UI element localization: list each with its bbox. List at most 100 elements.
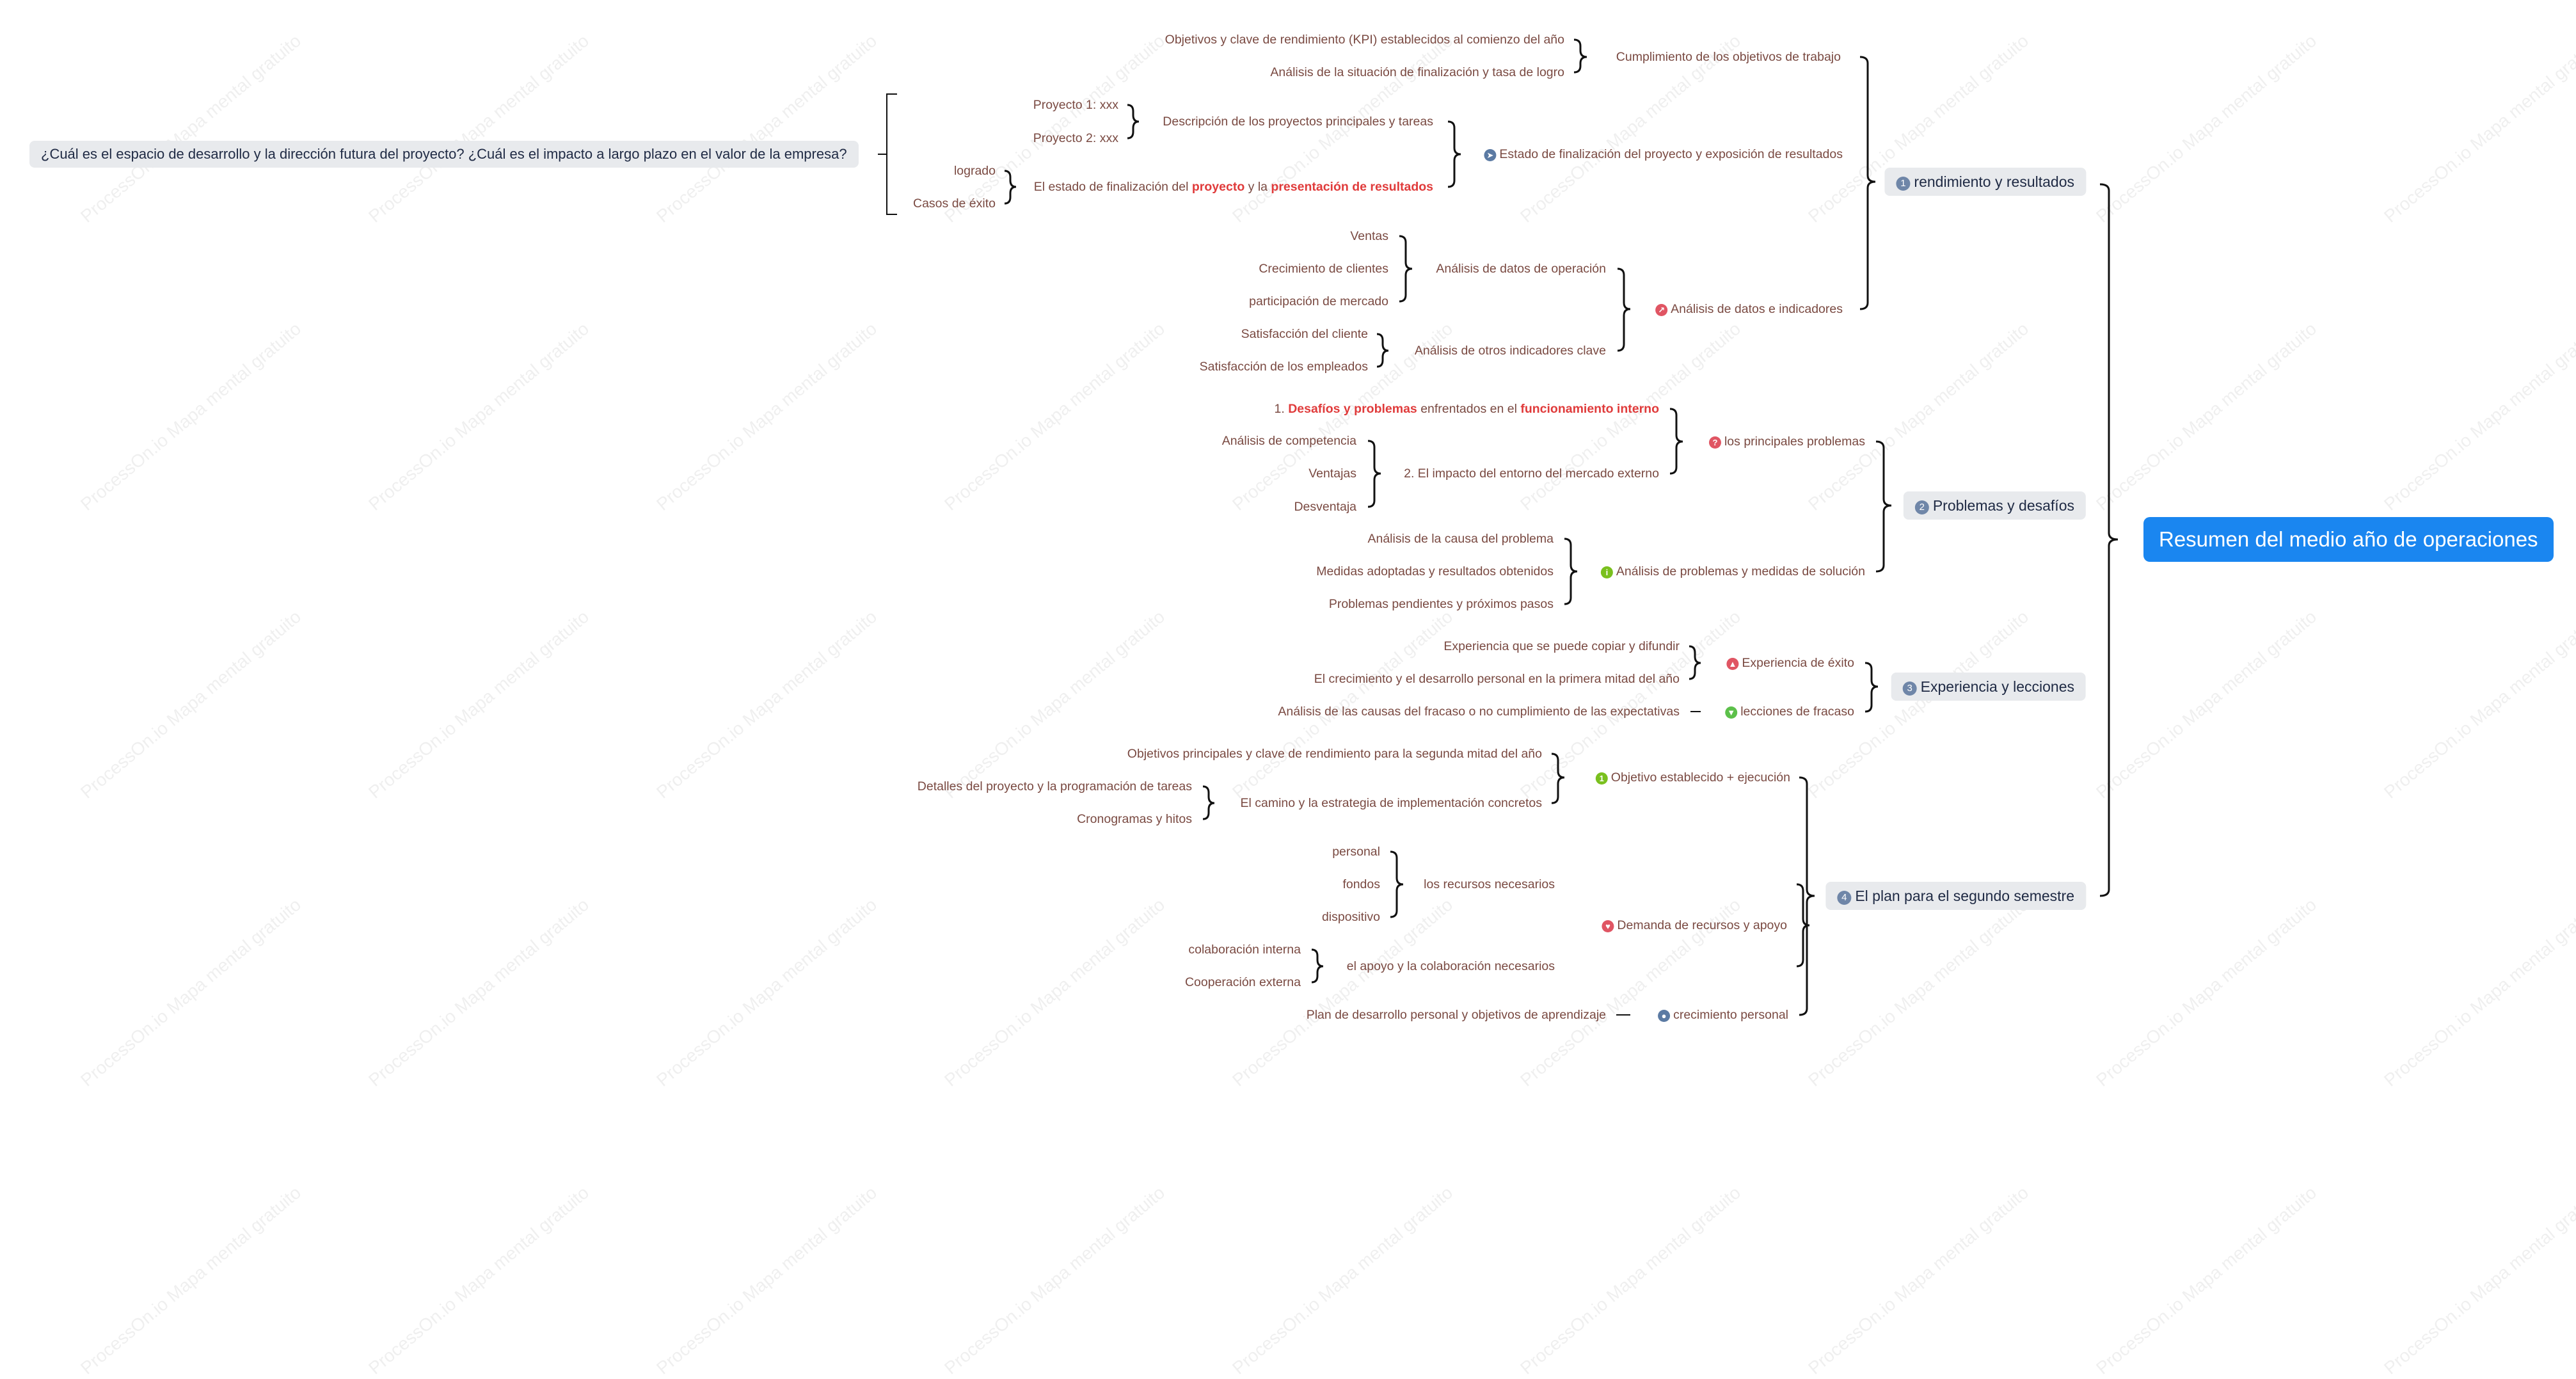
s4-a1-label[interactable]: Objetivos principales y clave de rendimi… bbox=[1127, 747, 1542, 761]
number-one-icon: 1 bbox=[1595, 772, 1608, 785]
s2-a1-mid: enfrentados en el bbox=[1417, 402, 1521, 416]
s3-a-label[interactable]: ▲Experiencia de éxito bbox=[1726, 655, 1854, 671]
s2-a-bracket bbox=[1669, 408, 1683, 475]
s1-b2-highlight-1: proyecto bbox=[1191, 180, 1245, 194]
s3-bracket bbox=[1864, 662, 1879, 713]
s2-a2-item-1[interactable]: Análisis de competencia bbox=[1221, 434, 1356, 448]
watermark-text: ProcessOn.io Mapa mental gratuito bbox=[2092, 1182, 2321, 1378]
s1-c1-item-3[interactable]: participación de mercado bbox=[1249, 294, 1388, 308]
watermark-text: ProcessOn.io Mapa mental gratuito bbox=[1228, 1182, 1457, 1378]
s4-b2-item-2[interactable]: Cooperación externa bbox=[1184, 975, 1301, 989]
s4-b-label[interactable]: ♥Demanda de recursos y apoyo bbox=[1602, 917, 1787, 934]
s2-b-item-1[interactable]: Análisis de la causa del problema bbox=[1367, 532, 1554, 546]
s1-b1-child-1[interactable]: Proyecto 1: xxx bbox=[1033, 98, 1118, 112]
s1-b2-child-1[interactable]: logrado bbox=[953, 164, 996, 178]
s2-a1-pre: 1. bbox=[1274, 402, 1289, 416]
s4-c-label[interactable]: ●crecimiento personal bbox=[1658, 1007, 1788, 1023]
s1-c-label-text: Análisis de datos e indicadores bbox=[1671, 302, 1843, 316]
number-4-badge: 4 bbox=[1837, 891, 1852, 905]
s1-b2-bracket bbox=[1004, 170, 1017, 205]
s1-c-bracket bbox=[1617, 267, 1631, 352]
s2-a2-item-2[interactable]: Ventajas bbox=[1308, 466, 1356, 481]
root-bracket bbox=[2099, 183, 2119, 897]
s4-b1-label[interactable]: los recursos necesarios bbox=[1424, 877, 1555, 891]
s3-a-bracket bbox=[1689, 645, 1701, 680]
s1-b-note-node[interactable]: ¿Cuál es el espacio de desarrollo y la d… bbox=[29, 141, 859, 168]
s1-b2-label[interactable]: El estado de finalización del proyecto y… bbox=[1034, 179, 1433, 195]
s3-a-item-2[interactable]: El crecimiento y el desarrollo personal … bbox=[1314, 672, 1680, 686]
s2-a2-item-3[interactable]: Desventaja bbox=[1294, 500, 1356, 514]
s1-a-label[interactable]: Cumplimiento de los objetivos de trabajo bbox=[1616, 50, 1841, 64]
s1-c2-item-1[interactable]: Satisfacción del cliente bbox=[1241, 327, 1368, 341]
s2-bracket bbox=[1875, 440, 1892, 573]
section-3-label: Experiencia y lecciones bbox=[1920, 678, 2074, 695]
s2-b-item-2[interactable]: Medidas adoptadas y resultados obtenidos bbox=[1316, 564, 1554, 578]
s2-a-label-text: los principales problemas bbox=[1724, 434, 1865, 449]
s4-b2-label[interactable]: el apoyo y la colaboración necesarios bbox=[1346, 959, 1555, 973]
chart-icon: ↗ bbox=[1655, 304, 1668, 316]
thumbs-up-icon: ▲ bbox=[1726, 658, 1739, 670]
s4-a2-item-2[interactable]: Cronogramas y hitos bbox=[1077, 812, 1192, 826]
s2-a-label[interactable]: ?los principales problemas bbox=[1708, 433, 1865, 450]
s4-a2-item-1[interactable]: Detalles del proyecto y la programación … bbox=[917, 779, 1192, 793]
s1-c-label[interactable]: ↗Análisis de datos e indicadores bbox=[1655, 301, 1843, 317]
s1-b1-label[interactable]: Descripción de los proyectos principales… bbox=[1163, 115, 1433, 129]
root-node[interactable]: Resumen del medio año de operaciones bbox=[2143, 517, 2554, 562]
watermark-text: ProcessOn.io Mapa mental gratuito bbox=[2380, 1182, 2576, 1378]
watermark-text: ProcessOn.io Mapa mental gratuito bbox=[365, 1182, 593, 1378]
s4-bracket bbox=[1799, 776, 1815, 1016]
number-3-badge: 3 bbox=[1902, 682, 1917, 696]
s3-b-label[interactable]: ▼lecciones de fracaso bbox=[1725, 703, 1854, 720]
s1-c2-label[interactable]: Análisis de otros indicadores clave bbox=[1414, 344, 1606, 358]
s1-b1-child-2[interactable]: Proyecto 2: xxx bbox=[1033, 131, 1118, 145]
s4-b1-item-2[interactable]: fondos bbox=[1342, 877, 1380, 891]
s4-b-label-text: Demanda de recursos y apoyo bbox=[1617, 918, 1787, 932]
s3-a-item-1[interactable]: Experiencia que se puede copiar y difund… bbox=[1443, 639, 1680, 653]
s2-b-item-3[interactable]: Problemas pendientes y próximos pasos bbox=[1328, 597, 1554, 611]
section-2-label: Problemas y desafíos bbox=[1932, 497, 2074, 514]
s4-b2-bracket bbox=[1311, 948, 1324, 984]
s1-b2-child-2[interactable]: Casos de éxito bbox=[913, 196, 996, 211]
s1-a-child-1[interactable]: Objetivos y clave de rendimiento (KPI) e… bbox=[1165, 33, 1564, 47]
s4-a2-label[interactable]: El camino y la estrategia de implementac… bbox=[1240, 796, 1543, 810]
question-icon: ? bbox=[1708, 436, 1721, 449]
watermark-text: ProcessOn.io Mapa mental gratuito bbox=[1516, 1182, 1745, 1378]
s1-c1-item-2[interactable]: Crecimiento de clientes bbox=[1259, 262, 1388, 276]
s1-a-child-2[interactable]: Análisis de la situación de finalización… bbox=[1270, 65, 1564, 79]
s4-c-label-text: crecimiento personal bbox=[1673, 1008, 1788, 1022]
number-2-badge: 2 bbox=[1914, 500, 1929, 514]
s4-a-label-text: Objetivo establecido + ejecución bbox=[1610, 770, 1790, 785]
watermark-text: ProcessOn.io Mapa mental gratuito bbox=[941, 1182, 1169, 1378]
s1-b2-highlight-2: presentación de resultados bbox=[1271, 180, 1433, 194]
s2-b-bracket bbox=[1564, 538, 1578, 605]
s1-b-bracket bbox=[1447, 120, 1461, 188]
s2-a1-label[interactable]: 1. Desafíos y problemas enfrentados en e… bbox=[1275, 401, 1660, 417]
s2-a1-highlight-1: Desafíos y problemas bbox=[1288, 402, 1417, 416]
s1-c1-item-1[interactable]: Ventas bbox=[1350, 229, 1388, 243]
s4-b1-item-3[interactable]: dispositivo bbox=[1321, 910, 1380, 924]
s4-b1-item-1[interactable]: personal bbox=[1332, 845, 1380, 859]
number-1-badge: 1 bbox=[1896, 177, 1911, 191]
s4-b2-item-1[interactable]: colaboración interna bbox=[1188, 943, 1301, 957]
s1-b2-pre: El estado de finalización del bbox=[1033, 180, 1192, 194]
s4-b1-bracket bbox=[1390, 850, 1404, 918]
s1-c1-label[interactable]: Análisis de datos de operación bbox=[1436, 262, 1606, 276]
s1-b-label-text: Estado de finalización del proyecto y ex… bbox=[1499, 147, 1843, 161]
s1-c1-bracket bbox=[1399, 235, 1413, 303]
s2-a2-label[interactable]: 2. El impacto del entorno del mercado ex… bbox=[1404, 466, 1659, 481]
s1-bracket bbox=[1859, 56, 1876, 310]
s1-c2-item-2[interactable]: Satisfacción de los empleados bbox=[1199, 360, 1368, 374]
s4-c-item-1[interactable]: Plan de desarrollo personal y objetivos … bbox=[1306, 1008, 1606, 1022]
s3-b-item-1[interactable]: Análisis de las causas del fracaso o no … bbox=[1278, 705, 1680, 719]
s2-a1-highlight-2: funcionamiento interno bbox=[1520, 402, 1659, 416]
person-icon: ● bbox=[1658, 1010, 1671, 1022]
s1-b-label[interactable]: ➤Estado de finalización del proyecto y e… bbox=[1484, 146, 1843, 163]
s3-a-label-text: Experiencia de éxito bbox=[1742, 656, 1854, 670]
s4-a-bracket bbox=[1551, 753, 1565, 804]
